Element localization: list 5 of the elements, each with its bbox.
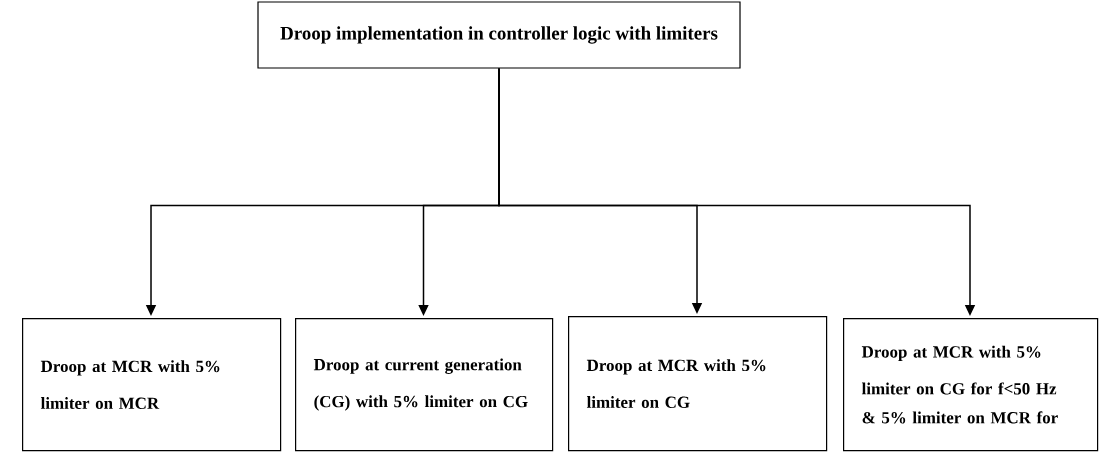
process-box: Droop at MCR with 5% limiter on CG for f<50 Hz & 5% limiter on MCR for [843,318,1099,452]
process-box: Droop at MCR with 5% limiter on CG [568,316,828,452]
title-box: Droop implementation in controller logic with limiters [257,1,741,69]
process-box: Droop at current generation (CG) with 5% limiter on CG [295,318,554,452]
process-box: Droop at MCR with 5% limiter on MCR [22,318,282,452]
